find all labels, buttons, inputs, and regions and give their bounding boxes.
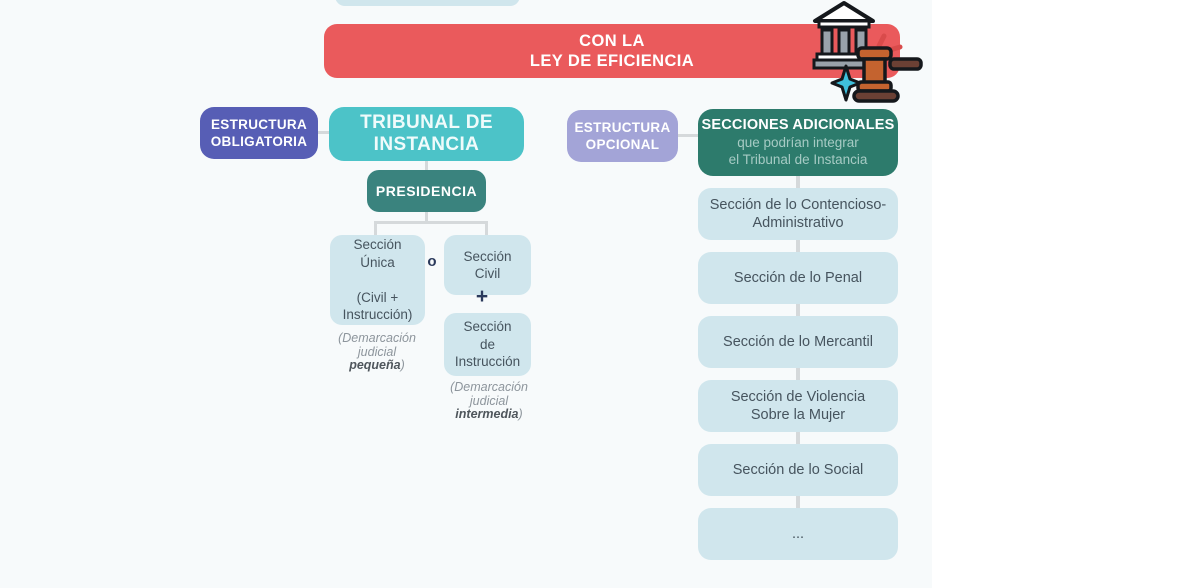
connector-bracket-right (485, 221, 488, 235)
node-seccion-unica: Sección Única (Civil + Instrucción) (330, 235, 425, 325)
node-secciones-adicionales: SECCIONES ADICIONALES que podrían integr… (698, 109, 898, 176)
estructura-obligatoria-text: ESTRUCTURA OBLIGATORIA (210, 117, 308, 149)
connector-section-4 (796, 432, 800, 444)
note-pequena-lines: (Demarcación judicial (338, 331, 416, 359)
secciones-adicionales-subtitle: que podrían integrar el Tribunal de Inst… (728, 135, 868, 167)
connector-section-0 (796, 176, 800, 188)
tribunal-text: TRIBUNAL DE INSTANCIA (360, 112, 493, 155)
connector-obligatoria-tribunal (318, 131, 329, 134)
note-demarcacion-pequena: (Demarcación judicial pequeña) (317, 331, 437, 373)
note-intermedia-bold: intermedia (455, 407, 519, 421)
connector-section-2 (796, 304, 800, 316)
secciones-column: Sección de lo Contencioso- Administrativ… (698, 176, 898, 560)
connector-section-1 (796, 240, 800, 252)
seccion-ellipsis-text: ... (791, 526, 805, 542)
seccion-penal-text: Sección de lo Penal (733, 270, 863, 286)
plus-symbol: + (475, 285, 489, 308)
note-pequena-bold-line: pequeña) (317, 358, 437, 373)
or-symbol: o (427, 253, 437, 270)
presidencia-text: PRESIDENCIA (375, 183, 478, 199)
node-seccion-ellipsis: ... (698, 508, 898, 560)
seccion-instruccion-text: Sección de Instrucción (454, 319, 521, 370)
node-seccion-civil: Sección Civil (444, 235, 531, 295)
secciones-adicionales-title: SECCIONES ADICIONALES (701, 117, 895, 133)
label-estructura-obligatoria: ESTRUCTURA OBLIGATORIA (200, 107, 318, 159)
connector-bracket-horizontal (374, 221, 488, 224)
node-presidencia: PRESIDENCIA (367, 170, 486, 212)
seccion-violencia-text: Sección de Violencia Sobre la Mujer (730, 389, 866, 423)
connector-tribunal-presidencia (425, 161, 428, 170)
node-seccion-mercantil: Sección de lo Mercantil (698, 316, 898, 368)
note-pequena-bold: pequeña (349, 358, 401, 372)
connector-section-3 (796, 368, 800, 380)
note-pequena-close: ) (400, 358, 405, 372)
banner-text: CON LA LEY DE EFICIENCIA (529, 32, 695, 70)
seccion-unica-text: Sección Única (Civil + Instrucción) (342, 237, 413, 323)
cropped-box-top (335, 0, 520, 6)
seccion-mercantil-text: Sección de lo Mercantil (723, 334, 873, 350)
node-seccion-instruccion: Sección de Instrucción (444, 313, 531, 376)
connector-bracket-left (374, 221, 377, 235)
seccion-civil-text: Sección Civil (463, 248, 512, 282)
seccion-contencioso-text: Sección de lo Contencioso- Administrativ… (709, 197, 887, 231)
node-tribunal-de-instancia: TRIBUNAL DE INSTANCIA (329, 107, 524, 161)
courthouse-gavel-icon (812, 1, 923, 103)
node-seccion-contencioso: Sección de lo Contencioso- Administrativ… (698, 188, 898, 240)
note-intermedia-bold-line: intermedia) (429, 407, 549, 422)
banner-ley-eficiencia: CON LA LEY DE EFICIENCIA (324, 24, 900, 78)
seccion-social-text: Sección de lo Social (732, 462, 864, 478)
note-demarcacion-intermedia: (Demarcación judicial intermedia) (429, 380, 549, 422)
note-intermedia-lines: (Demarcación judicial (450, 380, 528, 408)
label-estructura-opcional: ESTRUCTURA OPCIONAL (567, 110, 678, 162)
note-intermedia-close: ) (518, 407, 523, 421)
node-seccion-penal: Sección de lo Penal (698, 252, 898, 304)
node-seccion-violencia: Sección de Violencia Sobre la Mujer (698, 380, 898, 432)
estructura-opcional-text: ESTRUCTURA OPCIONAL (574, 120, 671, 152)
connector-section-5 (796, 496, 800, 508)
node-seccion-social: Sección de lo Social (698, 444, 898, 496)
connector-opcional-adicionales (678, 134, 698, 137)
connector-presidencia-stub (425, 212, 428, 222)
